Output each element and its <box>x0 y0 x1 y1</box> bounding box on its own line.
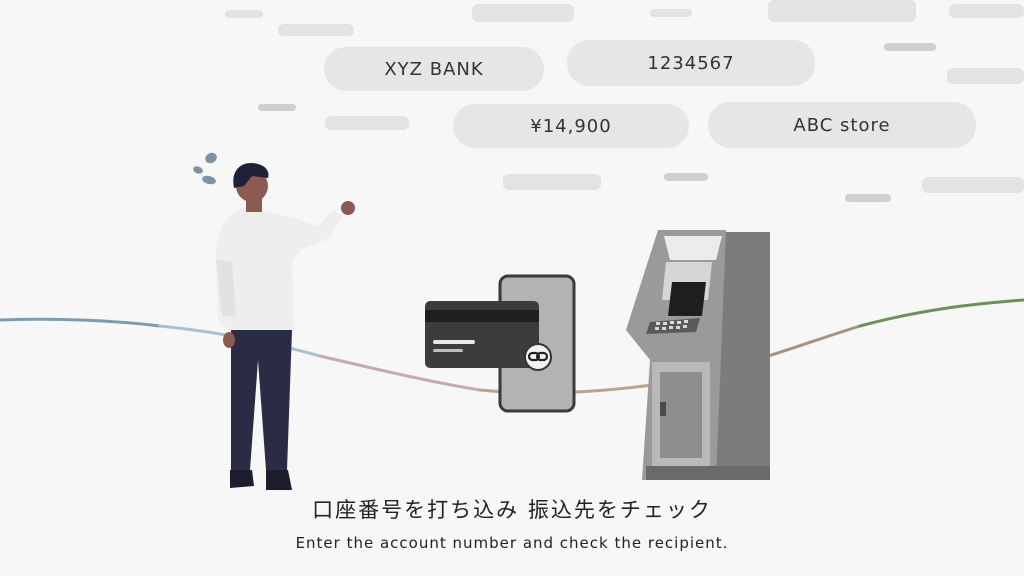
account-number-pill: 1234567 <box>567 40 815 86</box>
atm-icon <box>626 230 770 480</box>
amount-text: ¥14,900 <box>530 115 612 137</box>
bg-dash <box>947 68 1024 84</box>
bg-dash <box>922 177 1024 193</box>
caption-english: Enter the account number and check the r… <box>295 534 729 552</box>
bank-name-pill: XYZ BANK <box>324 47 544 91</box>
recipient-pill: ABC store <box>708 102 976 148</box>
bank-name-text: XYZ BANK <box>384 58 484 80</box>
caption-japanese: 口座番号を打ち込み 振込先をチェック <box>312 498 712 522</box>
sweat-icon <box>193 152 217 185</box>
person-figure <box>193 152 355 490</box>
bg-dash <box>664 173 708 181</box>
amount-pill: ¥14,900 <box>453 104 689 148</box>
bg-dash <box>845 194 891 202</box>
account-number-text: 1234567 <box>647 52 735 74</box>
bg-dash <box>503 174 601 190</box>
bg-dash <box>949 4 1024 18</box>
bg-dash <box>278 24 354 36</box>
bg-dash <box>472 4 574 22</box>
bg-dash <box>258 104 296 111</box>
bg-dash <box>325 116 409 130</box>
bg-dash <box>768 0 916 22</box>
bg-dash <box>225 10 263 18</box>
recipient-text: ABC store <box>793 114 891 136</box>
linked-devices <box>425 274 576 413</box>
bg-dash <box>884 43 936 51</box>
bg-dash <box>650 9 692 17</box>
